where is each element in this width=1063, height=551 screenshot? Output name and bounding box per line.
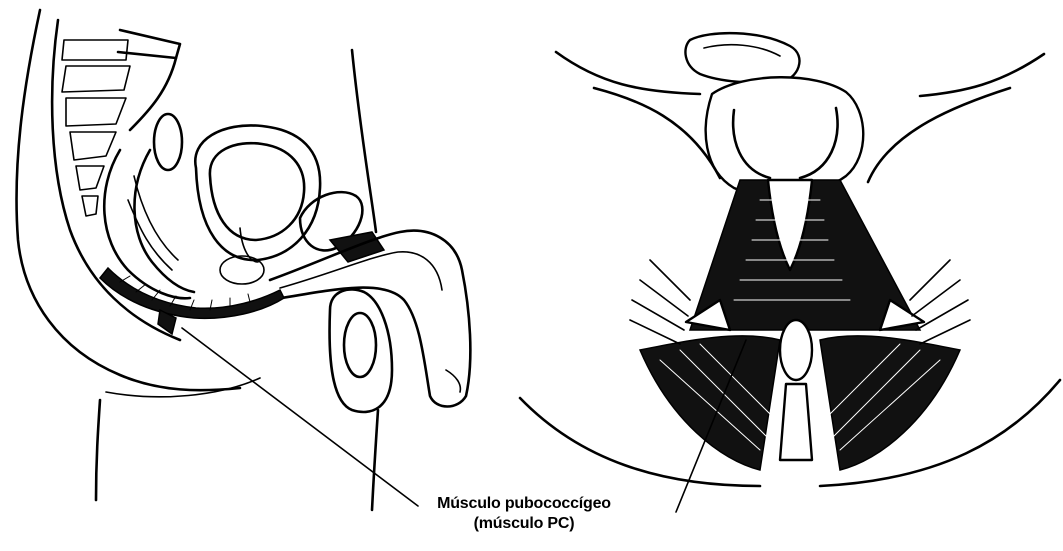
caption-line-1: Músculo pubococcígeo (424, 494, 624, 514)
pc-muscle-female (686, 180, 924, 330)
female-perineum-view (520, 33, 1060, 486)
caption-line-2: (músculo PC) (424, 514, 624, 534)
vulva-upper (685, 33, 863, 195)
leader-line-male (182, 328, 418, 506)
sigmoid-colon (154, 114, 182, 170)
testis (330, 289, 392, 412)
levator-ani (640, 320, 960, 470)
prostate (220, 256, 264, 284)
male-pelvis-sagittal-section (17, 10, 471, 510)
caption: Músculo pubococcígeo (músculo PC) (424, 494, 624, 534)
sacrum-coccyx (62, 30, 180, 216)
bladder (195, 125, 320, 262)
pc-muscle-male (100, 268, 284, 334)
